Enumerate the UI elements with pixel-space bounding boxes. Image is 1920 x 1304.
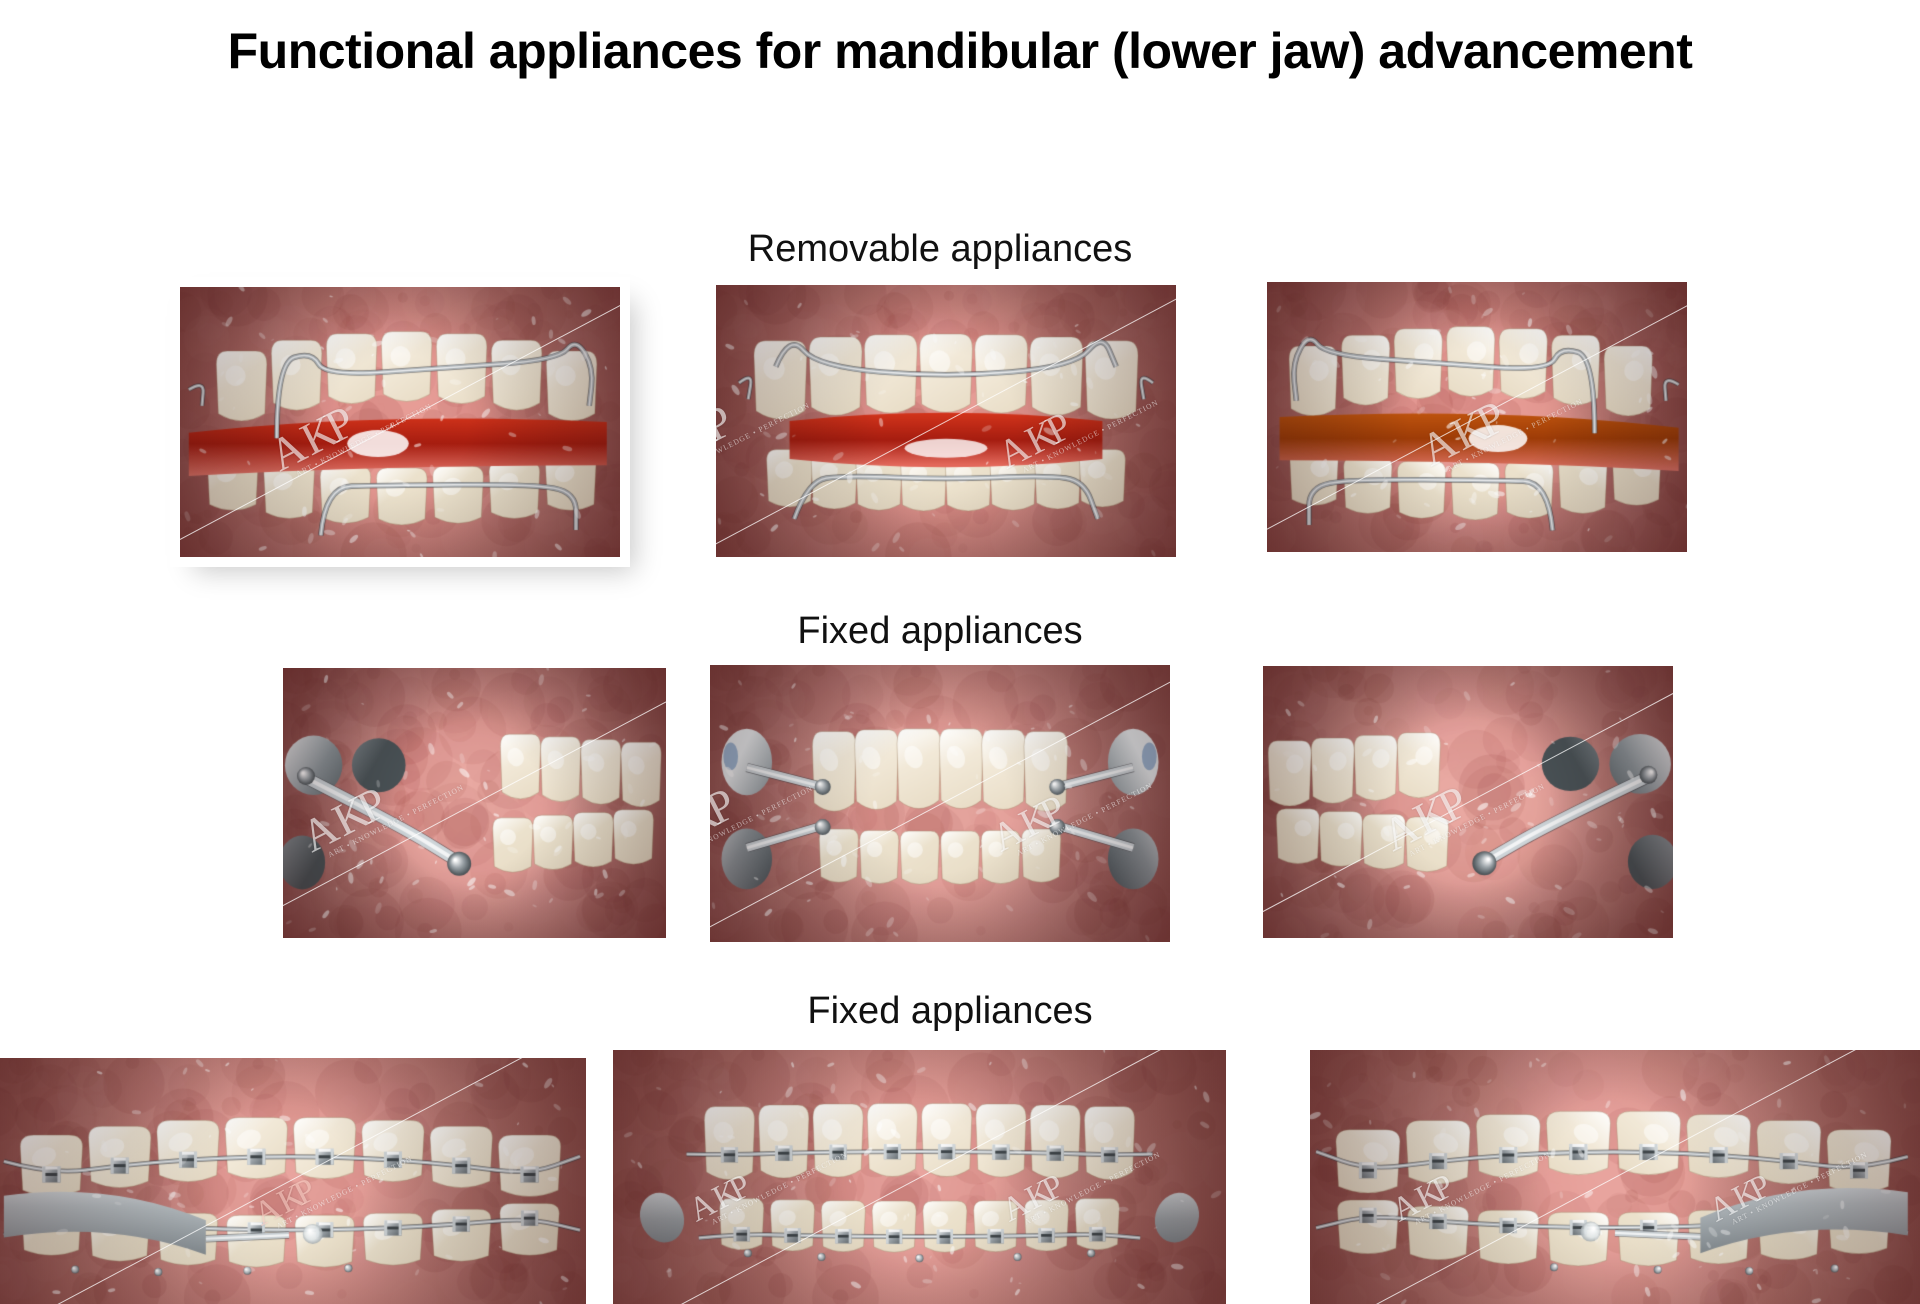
section-label-fixed-2: Fixed appliances bbox=[807, 990, 1093, 1032]
section-label-removable: Removable appliances bbox=[747, 228, 1133, 270]
page-title: Functional appliances for mandibular (lo… bbox=[227, 23, 1693, 79]
section-label-fixed-1: Fixed appliances bbox=[797, 610, 1083, 652]
